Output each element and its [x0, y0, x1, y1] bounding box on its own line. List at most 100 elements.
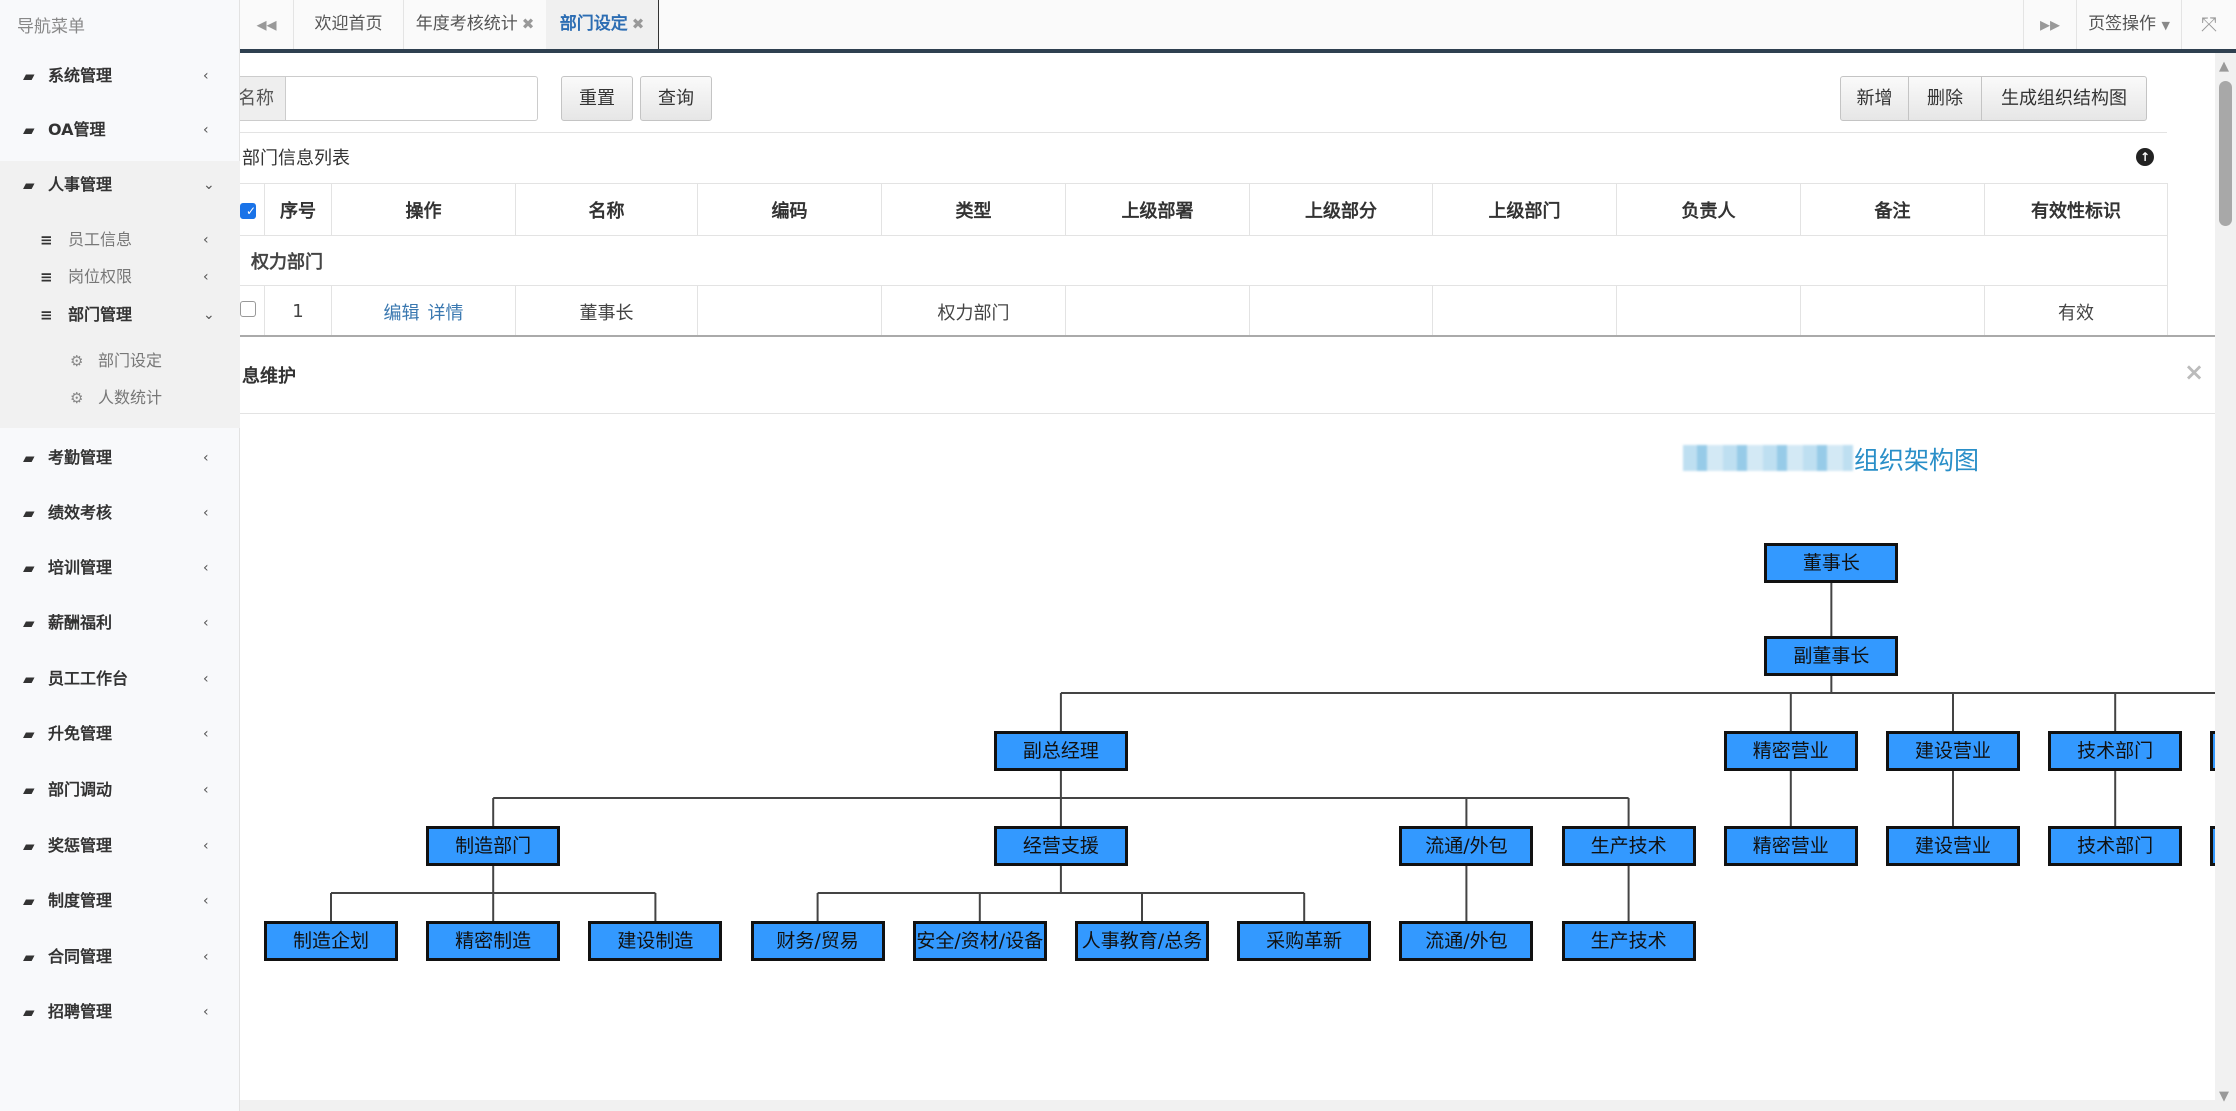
sidebar-item[interactable]: ⚙人数统计 — [0, 378, 240, 418]
search-name-input[interactable] — [285, 76, 538, 121]
org-node[interactable] — [2210, 731, 2215, 771]
org-node[interactable] — [2210, 826, 2215, 866]
org-node[interactable]: 财务/贸易 — [750, 921, 885, 961]
org-node[interactable]: 安全/资材/设备 — [912, 921, 1047, 961]
sidebar-item[interactable]: ▰培训管理‹ — [0, 548, 240, 588]
sidebar-item[interactable]: ▰奖惩管理‹ — [0, 826, 240, 866]
org-node[interactable]: 副董事长 — [1764, 636, 1899, 676]
sidebar-item[interactable]: ≡岗位权限‹ — [0, 257, 240, 297]
row-valid: 有效 — [1984, 285, 2168, 335]
vertical-scrollbar[interactable]: ▲ ▼ — [2215, 53, 2236, 1111]
list-title: 部门信息列表 — [242, 148, 350, 169]
org-node[interactable]: 董事长 — [1764, 543, 1899, 583]
org-node[interactable]: 副总经理 — [993, 731, 1128, 771]
sidebar-item[interactable]: ▰员工工作台‹ — [0, 659, 240, 699]
col-type[interactable]: 类型 — [881, 183, 1066, 236]
col-remark[interactable]: 备注 — [1800, 183, 1985, 236]
sidebar-item[interactable]: ▰薪酬福利‹ — [0, 603, 240, 643]
scroll-up-arrow-icon[interactable]: ▲ — [2219, 59, 2229, 74]
org-node[interactable]: 精密制造 — [426, 921, 561, 961]
org-node[interactable]: 建设营业 — [1886, 826, 2020, 866]
dept-list-panel: 名称 重置 查询 新增 删除 生成组织结构图 部门信息列表 ↑ ✓ 序号 操作 … — [0, 53, 2215, 337]
tab-bar: ◂◂ 欢迎首页 年度考核统计✖ 部门设定✖ ▸▸ 页签操作 ▼ ⤧ — [240, 0, 2236, 53]
org-node[interactable]: 建设制造 — [588, 921, 723, 961]
org-node[interactable]: 建设营业 — [1886, 731, 2020, 771]
fullscreen-icon[interactable]: ⤧ — [2201, 12, 2217, 36]
delete-button[interactable]: 删除 — [1908, 76, 1982, 121]
tab-scroll-left-button[interactable]: ◂◂ — [240, 0, 294, 49]
org-node[interactable]: 制造部门 — [426, 826, 561, 866]
edit-link[interactable]: 编辑 — [383, 302, 420, 324]
sidebar-item[interactable]: ▰考勤管理‹ — [0, 438, 240, 478]
row-upper-dept — [1432, 285, 1617, 335]
chevron-left-icon: ‹ — [203, 838, 209, 854]
sidebar-item[interactable]: ▰制度管理‹ — [0, 881, 240, 921]
org-node[interactable]: 精密营业 — [1723, 826, 1858, 866]
close-icon[interactable]: ✖ — [521, 15, 535, 33]
col-upper-dept[interactable]: 上级部门 — [1432, 183, 1617, 236]
sidebar-item[interactable]: ⚙部门设定 — [0, 341, 240, 381]
reset-button[interactable]: 重置 — [561, 76, 633, 121]
scrollbar-thumb[interactable] — [2219, 81, 2232, 226]
org-node[interactable]: 生产技术 — [1561, 826, 1696, 866]
col-index[interactable]: 序号 — [264, 183, 332, 236]
gears-icon: ⚙ — [70, 389, 84, 407]
col-upper-office[interactable]: 上级部署 — [1065, 183, 1250, 236]
generate-org-chart-button[interactable]: 生成组织结构图 — [1981, 76, 2147, 121]
col-actions[interactable]: 操作 — [331, 183, 516, 236]
group-row[interactable]: 权力部门 — [200, 235, 2168, 286]
close-icon[interactable]: × — [2184, 358, 2205, 386]
org-node[interactable]: 采购革新 — [1237, 921, 1372, 961]
query-button[interactable]: 查询 — [640, 76, 712, 121]
table-row[interactable]: 1 编辑详情 董事长 权力部门 有效 — [200, 285, 2168, 335]
sidebar-item[interactable]: ▰招聘管理‹ — [0, 992, 240, 1032]
org-node[interactable]: 制造企划 — [264, 921, 398, 961]
org-node[interactable]: 流通/外包 — [1399, 921, 1534, 961]
org-node[interactable]: 生产技术 — [1561, 921, 1696, 961]
chevron-left-icon: ‹ — [203, 949, 209, 965]
chevron-left-icon: ‹ — [203, 450, 209, 466]
col-name[interactable]: 名称 — [515, 183, 698, 236]
tab-ops-dropdown[interactable]: 页签操作 ▼ — [2077, 0, 2182, 49]
col-code[interactable]: 编码 — [697, 183, 882, 236]
sidebar-item[interactable]: ≡员工信息‹ — [0, 220, 240, 260]
org-node[interactable]: 精密营业 — [1723, 731, 1858, 771]
collapse-up-icon[interactable]: ↑ — [2136, 148, 2154, 166]
tab-scroll-right-button[interactable]: ▸▸ — [2023, 0, 2077, 49]
detail-link[interactable]: 详情 — [427, 302, 464, 324]
sidebar-item[interactable]: ▰合同管理‹ — [0, 937, 240, 977]
chevron-left-icon: ‹ — [203, 615, 209, 631]
sidebar-item[interactable]: ≡部门管理⌄ — [0, 295, 240, 335]
modal-title: 息维护 — [242, 366, 296, 387]
sidebar-item-label: 部门设定 — [98, 351, 163, 370]
chevron-left-icon: ‹ — [203, 269, 209, 285]
sidebar-item-label: 制度管理 — [48, 891, 113, 910]
tab-dept-settings[interactable]: 部门设定✖ — [546, 0, 659, 49]
sidebar-item[interactable]: ▰系统管理‹ — [0, 56, 240, 96]
org-node[interactable]: 技术部门 — [2048, 731, 2183, 771]
org-node[interactable]: 技术部门 — [2048, 826, 2183, 866]
col-upper-division[interactable]: 上级部分 — [1249, 183, 1433, 236]
close-icon[interactable]: ✖ — [631, 15, 645, 33]
divider — [240, 413, 2215, 414]
bottom-edge — [240, 1100, 2215, 1111]
sidebar-item[interactable]: ▰绩效考核‹ — [0, 493, 240, 533]
book-icon: ▰ — [23, 892, 35, 910]
tab-label: 部门设定 — [559, 14, 628, 34]
col-valid[interactable]: 有效性标识 — [1984, 183, 2168, 236]
org-node[interactable]: 经营支援 — [993, 826, 1128, 866]
book-icon: ▰ — [23, 176, 35, 194]
sidebar-item[interactable]: ▰升免管理‹ — [0, 714, 240, 754]
add-button[interactable]: 新增 — [1840, 76, 1909, 121]
sidebar-item[interactable]: ▰部门调动‹ — [0, 770, 240, 810]
chevron-down-icon: ⌄ — [203, 307, 215, 323]
tab-annual-review[interactable]: 年度考核统计✖ — [404, 0, 546, 49]
scroll-down-arrow-icon[interactable]: ▼ — [2219, 1089, 2229, 1104]
org-node[interactable]: 人事教育/总务 — [1075, 921, 1209, 961]
org-node[interactable]: 流通/外包 — [1399, 826, 1534, 866]
tab-welcome[interactable]: 欢迎首页 — [294, 0, 404, 49]
col-owner[interactable]: 负责人 — [1616, 183, 1801, 236]
sidebar-item[interactable]: ▰OA管理‹ — [0, 110, 240, 150]
row-owner — [1616, 285, 1801, 335]
sidebar-item[interactable]: ▰人事管理⌄ — [0, 165, 240, 205]
